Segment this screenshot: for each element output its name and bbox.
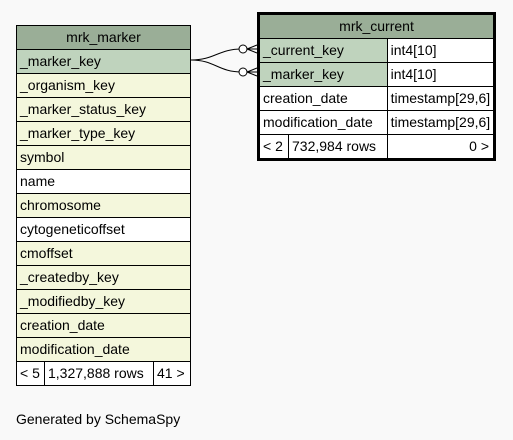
crowfoot-icon — [246, 44, 258, 54]
column-name[interactable]: name — [16, 169, 191, 194]
table-row[interactable]: modification_date — [16, 337, 191, 362]
link-current-key — [190, 48, 243, 61]
zero-many-marker-icon — [238, 44, 248, 54]
table-row[interactable]: _marker_status_key — [16, 97, 191, 122]
zero-many-marker-icon — [238, 67, 248, 77]
column-name[interactable]: _modifiedby_key — [16, 289, 191, 314]
table-row[interactable]: creation_date — [16, 313, 191, 338]
generated-by-label: Generated by SchemaSpy — [16, 411, 181, 427]
column-name[interactable]: _organism_key — [16, 73, 191, 98]
table-title[interactable]: mrk_current — [258, 13, 495, 39]
column-name[interactable]: _marker_status_key — [16, 97, 191, 122]
column-name[interactable]: chromosome — [16, 193, 191, 218]
column-name[interactable]: cmoffset — [16, 241, 191, 266]
column-type: int4[10] — [386, 38, 496, 63]
table-row[interactable]: chromosome — [16, 193, 191, 218]
table-row[interactable]: _organism_key — [16, 73, 191, 98]
parent-count[interactable]: < 5 — [16, 361, 45, 386]
column-name[interactable]: _current_key — [258, 38, 388, 63]
table-row[interactable]: _marker_type_key — [16, 121, 191, 146]
column-name[interactable]: symbol — [16, 145, 191, 170]
table-row[interactable]: symbol — [16, 145, 191, 170]
column-type: timestamp[29,6] — [386, 86, 496, 111]
column-name[interactable]: creation_date — [16, 313, 191, 338]
column-name[interactable]: _marker_key — [16, 49, 191, 74]
column-type: timestamp[29,6] — [386, 110, 496, 135]
parent-count[interactable]: < 2 — [258, 134, 289, 160]
table-row[interactable]: cytogeneticoffset — [16, 217, 191, 242]
table-row[interactable]: _createdby_key — [16, 265, 191, 290]
column-name[interactable]: modification_date — [16, 337, 191, 362]
column-type: int4[10] — [386, 62, 496, 87]
table-title[interactable]: mrk_marker — [16, 25, 191, 50]
column-name[interactable]: _marker_key — [258, 62, 388, 87]
mrk-marker-table[interactable]: mrk_marker_marker_key_organism_key_marke… — [16, 25, 191, 386]
table-row[interactable]: _marker_key — [16, 49, 191, 74]
table-row[interactable]: name — [16, 169, 191, 194]
table-header[interactable]: mrk_current — [258, 13, 495, 39]
crowfoot-icon — [246, 67, 258, 77]
column-name[interactable]: _marker_type_key — [16, 121, 191, 146]
column-name[interactable]: modification_date — [258, 110, 388, 135]
table-row[interactable]: cmoffset — [16, 241, 191, 266]
table-row[interactable]: _modifiedby_key — [16, 289, 191, 314]
column-name[interactable]: cytogeneticoffset — [16, 217, 191, 242]
link-marker-key — [190, 59, 243, 73]
child-count[interactable]: 0 > — [386, 134, 496, 160]
column-name[interactable]: creation_date — [258, 86, 388, 111]
table-header[interactable]: mrk_marker — [16, 25, 191, 50]
column-name[interactable]: _createdby_key — [16, 265, 191, 290]
row-count: 1,327,888 rows — [44, 361, 154, 386]
child-count[interactable]: 41 > — [153, 361, 191, 386]
row-count: 732,984 rows — [288, 134, 388, 160]
